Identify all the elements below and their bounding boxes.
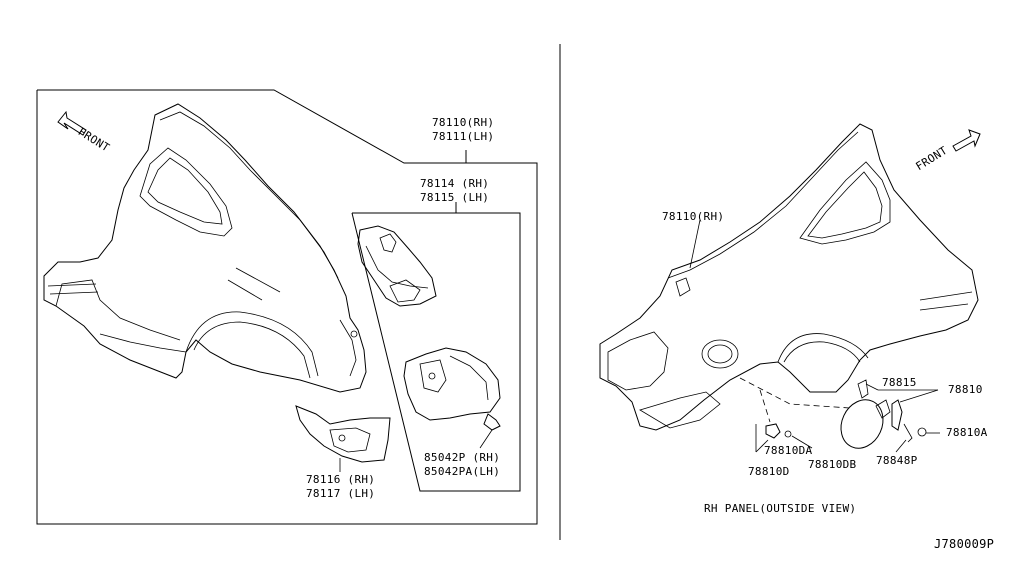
label-78810a: 78810A xyxy=(946,426,988,439)
dashed-guide-1 xyxy=(739,377,851,409)
label-78110-rh-right: 78110(RH) xyxy=(662,210,725,223)
front-arrow-right-icon xyxy=(952,129,981,152)
label-78810db: 78810DB xyxy=(808,458,857,471)
label-78117-lh: 78117 (LH) xyxy=(306,487,376,500)
label-85042p-rh: 85042P (RH) xyxy=(424,451,501,464)
fuel-lid-drawing xyxy=(765,379,927,449)
label-78114-rh: 78114 (RH) xyxy=(420,177,490,190)
label-78110-rh: 78110(RH) xyxy=(432,116,495,129)
inner-frame xyxy=(351,212,521,492)
quarter-panel-left-drawing xyxy=(43,103,367,393)
dashed-guide-2 xyxy=(759,389,771,423)
label-78810: 78810 xyxy=(948,383,983,396)
label-78815: 78815 xyxy=(882,376,917,389)
label-78810da: 78810DA xyxy=(764,444,813,457)
part-85042p-drawing xyxy=(403,347,501,449)
rh-panel-caption: RH PANEL(OUTSIDE VIEW) xyxy=(704,502,857,515)
diagram-id: J780009P xyxy=(934,537,995,551)
part-78114-drawing xyxy=(357,225,437,307)
label-78116-rh: 78116 (RH) xyxy=(306,473,376,486)
label-78115-lh: 78115 (LH) xyxy=(420,191,490,204)
label-78111-lh: 78111(LH) xyxy=(432,130,495,143)
label-85042pa-lh: 85042PA(LH) xyxy=(424,465,501,478)
part-78116-drawing xyxy=(295,405,391,472)
quarter-panel-right-drawing xyxy=(599,123,979,431)
label-78810d: 78810D xyxy=(748,465,790,478)
right-leader-lines xyxy=(689,219,940,453)
front-arrow-left-icon xyxy=(57,110,87,136)
label-78848p: 78848P xyxy=(876,454,918,467)
left-outer-frame xyxy=(36,89,538,525)
